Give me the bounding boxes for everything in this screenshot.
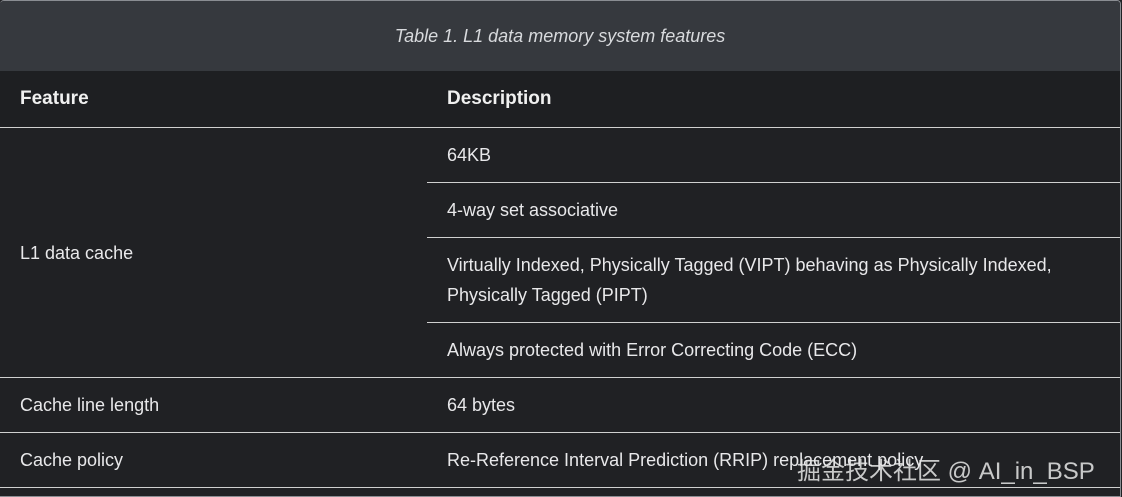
table-row: Always protected with Error Correcting C… (0, 322, 1120, 378)
features-table: Feature Description L1 data cache 64KB 4… (0, 71, 1120, 488)
table-row: 4-way set associative (0, 182, 1120, 238)
header-description: Description (427, 71, 1120, 128)
description-cell: Virtually Indexed, Physically Tagged (VI… (427, 237, 1120, 323)
feature-cell: Cache line length (0, 377, 427, 433)
table-caption: Table 1. L1 data memory system features (0, 1, 1120, 71)
description-cell: 64 bytes (427, 377, 1120, 433)
table-row: L1 data cache 64KB (0, 127, 1120, 378)
feature-cell: Cache policy (0, 432, 427, 488)
description-cell: 4-way set associative (427, 182, 1120, 238)
table-row: Cache line length 64 bytes (0, 377, 1120, 433)
description-cell: Re-Reference Interval Prediction (RRIP) … (427, 432, 1120, 488)
header-feature: Feature (0, 71, 427, 128)
table-row: Virtually Indexed, Physically Tagged (VI… (0, 237, 1120, 323)
feature-cell: L1 data cache (0, 127, 427, 378)
table-header-row: Feature Description (0, 71, 1120, 128)
table-row: Cache policy Re-Reference Interval Predi… (0, 432, 1120, 488)
description-cell: 64KB (427, 127, 1120, 183)
description-cell: Always protected with Error Correcting C… (427, 322, 1120, 378)
